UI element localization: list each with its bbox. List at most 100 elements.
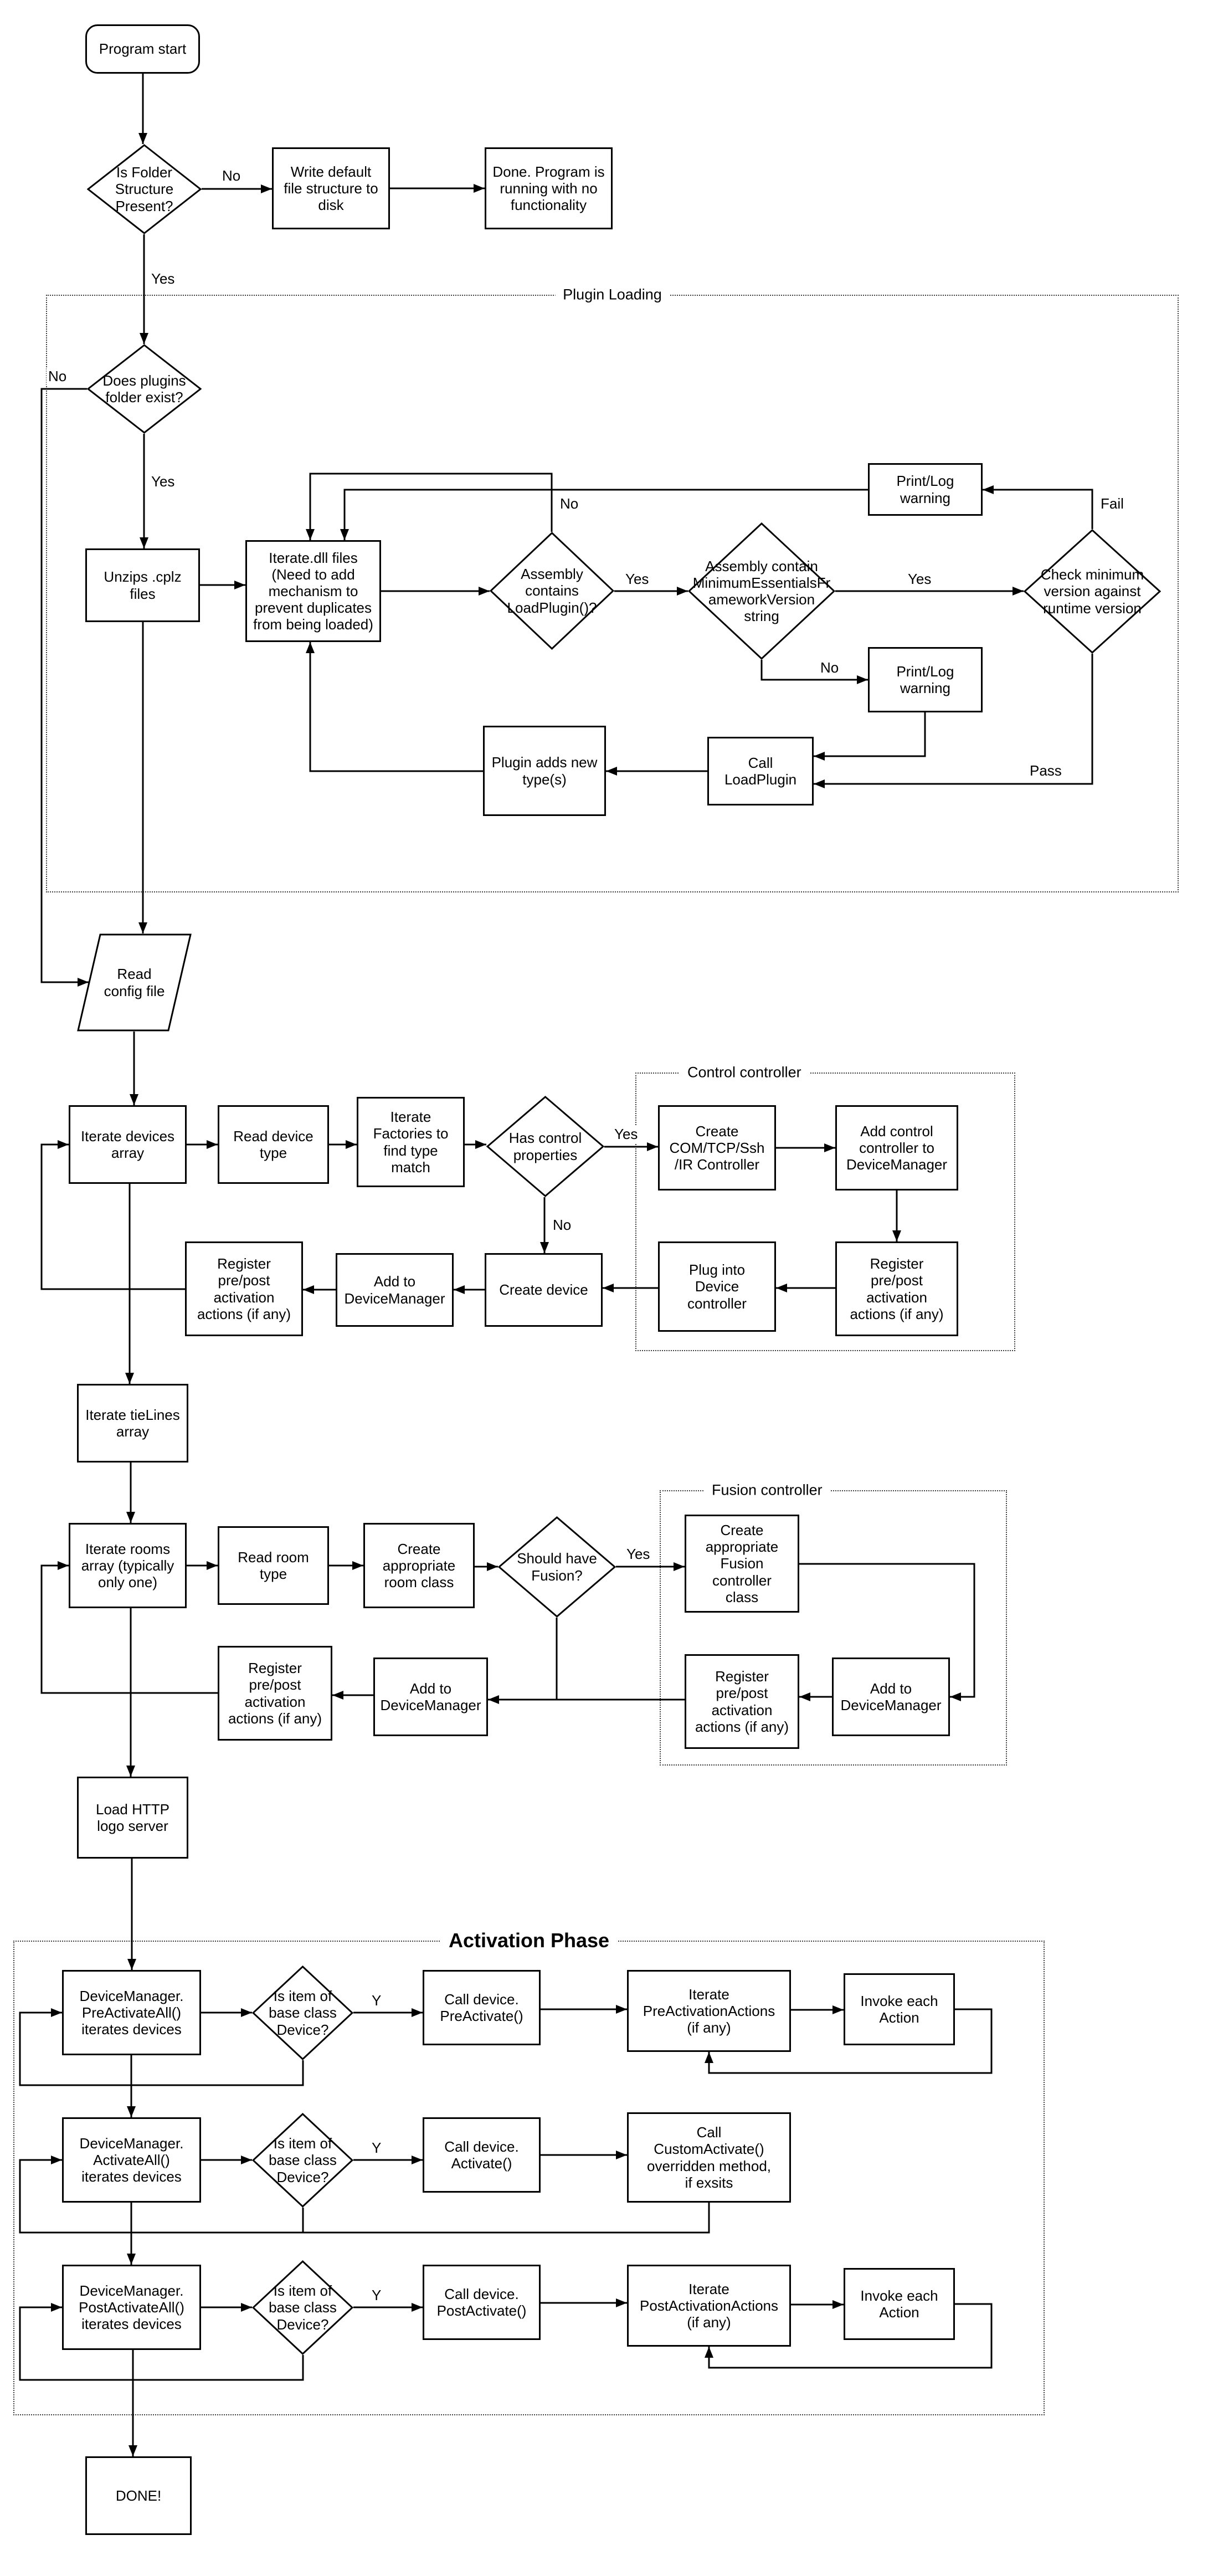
group-label-plugin-loading: Plugin Loading xyxy=(555,285,670,305)
node-label-call-customactivate: Call CustomActivate() overridden method,… xyxy=(646,2124,772,2191)
para-outline xyxy=(77,933,192,1032)
diamond-shape xyxy=(490,532,614,650)
node-label-folder-structure-check: Is Folder Structure Present? xyxy=(115,164,174,214)
diamond-shape xyxy=(252,2260,353,2355)
node-register-actions-fusion: Register pre/post activation actions (if… xyxy=(685,1654,799,1749)
node-label-add-to-devicemanager-1: Add to DeviceManager xyxy=(344,1273,445,1307)
node-assembly-loadplugin-check: Assembly contains LoadPlugin()? xyxy=(490,532,614,650)
node-label-invoke-action-3: Invoke each Action xyxy=(860,2287,938,2321)
edge-invoke1-loop xyxy=(705,2008,993,2074)
edge-label-checkver-fail: Fail xyxy=(1099,495,1126,512)
para-shape xyxy=(77,933,192,1032)
node-call-postactivate: Call device. PostActivate() xyxy=(423,2265,541,2340)
edge-invoke3-loop xyxy=(705,2303,993,2369)
node-create-room-class: Create appropriate room class xyxy=(363,1523,475,1608)
node-iterate-postactivation: Iterate PostActivationActions (if any) xyxy=(627,2265,791,2347)
node-folder-structure-check: Is Folder Structure Present? xyxy=(87,144,202,234)
group-label-control-controller: Control controller xyxy=(680,1063,809,1082)
node-call-activate: Call device. Activate() xyxy=(423,2117,541,2193)
node-label-register-actions-2: Register pre/post activation actions (if… xyxy=(228,1660,322,1727)
edge-label-checkver-pass: Pass xyxy=(1028,762,1063,779)
node-unzip-cplz: Unzips .cplz files xyxy=(85,548,200,622)
node-label-add-to-devicemanager-2: Add to DeviceManager xyxy=(380,1680,481,1713)
node-label-postactivateall: DeviceManager. PostActivateAll() iterate… xyxy=(79,2282,184,2333)
diamond-outline xyxy=(688,522,835,660)
diamond-shape xyxy=(252,2113,353,2208)
node-print-log-warning-fail: Print/Log warning xyxy=(868,463,983,516)
diamond-shape xyxy=(87,144,202,234)
edge-label-hascontrol-yes: Yes xyxy=(613,1126,640,1143)
edge-label-folder-yes: Yes xyxy=(150,270,177,288)
node-label-iterate-postactivation: Iterate PostActivationActions (if any) xyxy=(639,2280,778,2331)
node-iterate-tielines: Iterate tieLines array xyxy=(77,1384,188,1463)
node-label-read-config-file: Read config file xyxy=(104,966,165,999)
edge-warntop-loop xyxy=(340,489,868,540)
node-label-invoke-action-1: Invoke each Action xyxy=(860,1992,938,2026)
node-has-control-check: Has control properties xyxy=(486,1096,604,1197)
diamond-outline xyxy=(87,344,202,434)
node-label-load-http-logo: Load HTTP logo server xyxy=(96,1800,169,1834)
node-check-min-version: Check minimum version against runtime ve… xyxy=(1024,529,1161,654)
node-activateall: DeviceManager. ActivateAll() iterates de… xyxy=(62,2117,201,2203)
node-create-device: Create device xyxy=(485,1253,603,1327)
node-label-create-com-controller: Create COM/TCP/Ssh /IR Controller xyxy=(669,1122,765,1173)
node-register-actions-2: Register pre/post activation actions (if… xyxy=(218,1646,332,1741)
edge-label-asmcheck-no-loop: No xyxy=(558,495,580,512)
node-call-customactivate: Call CustomActivate() overridden method,… xyxy=(627,2112,791,2203)
node-iterate-factories: Iterate Factories to find type match xyxy=(357,1097,465,1187)
node-label-register-actions-1: Register pre/post activation actions (if… xyxy=(197,1255,291,1322)
node-label-create-fusion-controller: Create appropriate Fusion controller cla… xyxy=(705,1522,779,1605)
node-label-create-device: Create device xyxy=(499,1281,588,1299)
node-label-print-log-warning-fail: Print/Log warning xyxy=(896,473,954,506)
diamond-outline xyxy=(252,2113,353,2208)
node-label-write-default-structure: Write default file structure to disk xyxy=(284,163,378,214)
edge-label-fusion-yes: Yes xyxy=(625,1546,652,1563)
group-fusion-controller xyxy=(660,1490,1007,1766)
node-label-is-base-device-1: Is item of base class Device? xyxy=(269,1988,337,2038)
node-write-default-structure: Write default file structure to disk xyxy=(272,147,390,229)
node-label-iterate-rooms: Iterate rooms array (typically only one) xyxy=(81,1540,174,1591)
node-plugin-adds-types: Plugin adds new type(s) xyxy=(483,726,606,816)
node-plugins-folder-check: Does plugins folder exist? xyxy=(87,344,202,434)
edge-asmcheck-no-loop xyxy=(306,473,553,540)
edge-label-isitem1-yes: Y xyxy=(370,1992,383,2009)
edge-label-isitem2-yes: Y xyxy=(370,2139,383,2157)
diamond-shape xyxy=(1024,529,1161,654)
diamond-outline xyxy=(486,1096,604,1197)
node-label-program-start: Program start xyxy=(99,40,187,58)
diamond-shape xyxy=(87,344,202,434)
diamond-shape xyxy=(498,1516,616,1618)
node-add-control-controller: Add control controller to DeviceManager xyxy=(835,1105,958,1190)
node-preactivateall: DeviceManager. PreActivateAll() iterates… xyxy=(62,1970,201,2055)
node-label-call-postactivate: Call device. PostActivate() xyxy=(436,2285,527,2319)
node-create-com-controller: Create COM/TCP/Ssh /IR Controller xyxy=(658,1105,776,1190)
node-iterate-preactivation: Iterate PreActivationActions (if any) xyxy=(627,1970,791,2052)
edge-isitem1-continue-loop xyxy=(19,2008,304,2086)
node-assembly-minversion-check: Assembly contain MinimumEssentialsFr ame… xyxy=(688,522,835,660)
node-label-has-control-check: Has control properties xyxy=(508,1130,582,1163)
node-label-create-room-class: Create appropriate room class xyxy=(382,1540,456,1591)
node-register-actions-control: Register pre/post activation actions (if… xyxy=(835,1241,958,1336)
group-label-fusion-controller: Fusion controller xyxy=(704,1480,830,1500)
edge-label-folder-no: No xyxy=(220,167,243,184)
edge-plugins-no-bypass xyxy=(40,388,89,987)
edge-reg2-rooms-loop xyxy=(40,1561,218,1694)
node-add-to-devicemanager-fusion: Add to DeviceManager xyxy=(832,1658,950,1736)
edge-checkver-pass xyxy=(814,654,1093,788)
node-label-activateall: DeviceManager. ActivateAll() iterates de… xyxy=(79,2134,184,2185)
edge-label-hascontrol-no: No xyxy=(551,1217,573,1234)
edge-custom-continue-loop xyxy=(19,2156,710,2234)
edge-reg-devices-loop xyxy=(40,1140,185,1290)
node-load-http-logo: Load HTTP logo server xyxy=(77,1777,188,1859)
node-label-unzip-cplz: Unzips .cplz files xyxy=(104,568,182,602)
node-program-start: Program start xyxy=(85,24,200,74)
node-plug-into-device: Plug into Device controller xyxy=(658,1241,776,1332)
node-read-config-file: Read config file xyxy=(77,933,192,1032)
node-read-device-type: Read device type xyxy=(218,1105,329,1184)
node-label-read-room-type: Read room type xyxy=(238,1548,309,1582)
edges-group xyxy=(19,74,1093,2456)
node-label-is-base-device-2: Is item of base class Device? xyxy=(269,2135,337,2185)
